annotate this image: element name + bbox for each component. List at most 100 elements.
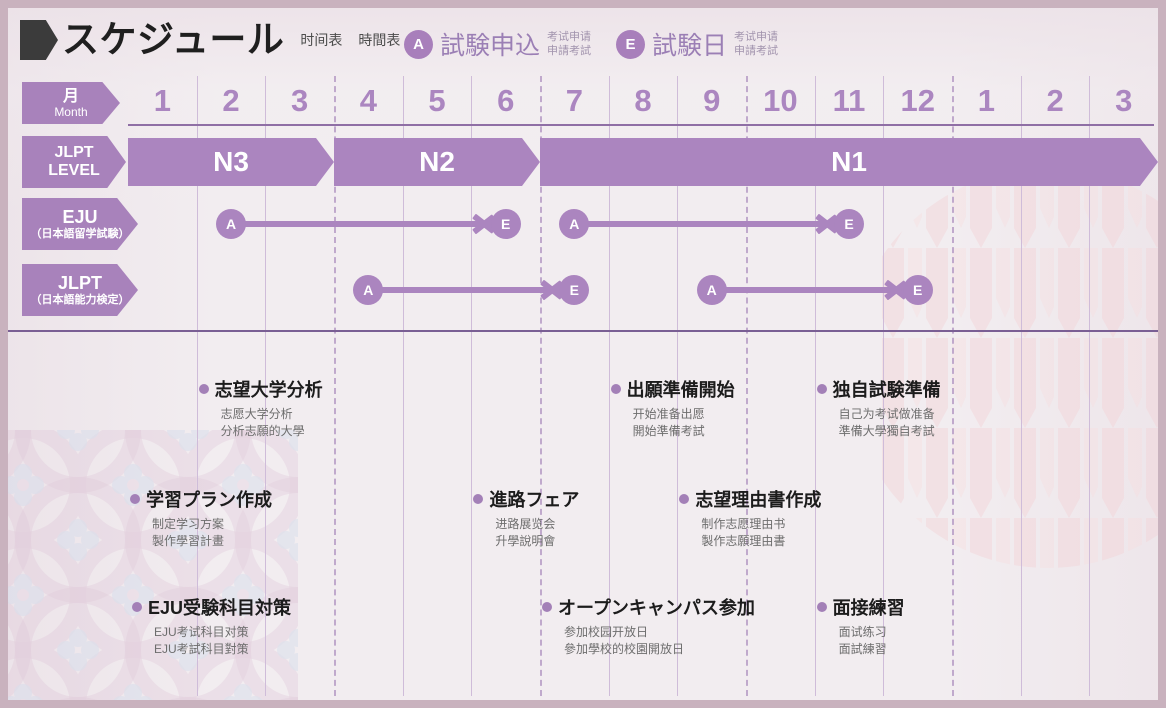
month-gridline [471, 76, 473, 696]
legend-label-e-sub: 考试申请 申請考試 [734, 30, 778, 58]
milestone-item[interactable]: 志望理由書作成制作志愿理由书製作志願理由書 [679, 486, 821, 550]
milestone-subtitle-cn: EJU考试科目对策 [154, 625, 249, 639]
exam-connector-line [368, 287, 561, 293]
exam-day-node[interactable]: E [902, 275, 933, 305]
month-cell-5: 5 [428, 83, 446, 118]
month-cell-10: 10 [763, 83, 798, 118]
month-cell-6: 6 [497, 83, 515, 118]
title-subtitle-tw: 時間表 [358, 32, 401, 48]
month-gridline [265, 76, 267, 696]
milestone-title-row: 出願準備開始 [610, 376, 735, 402]
milestone-title-row: 独自試験準備 [816, 376, 941, 402]
exam-connector-line [711, 287, 904, 293]
row-label-month-jp: 月 [62, 87, 79, 105]
milestone-item[interactable]: 志望大学分析志愿大学分析分析志願的大學 [198, 376, 323, 440]
section-divider [8, 330, 1158, 332]
milestone-title-jp: 進路フェア [489, 490, 580, 510]
milestone-item[interactable]: 独自試験準備自己为考试做准备準備大學獨自考試 [816, 376, 941, 440]
row-label-eju-1: EJU [62, 207, 98, 227]
milestone-subtitles: EJU考试科目对策 EJU考試科目對策 [154, 624, 291, 658]
header: スケジュール 时间表 時間表 A 試験申込 考试申请 申請考試 E 試験日 考试… [8, 8, 1158, 76]
exam-apply-node[interactable]: A [696, 275, 727, 305]
milestone-dot-icon [816, 602, 827, 612]
level-bar-label: N3 [213, 146, 249, 177]
legend-label-a-sub: 考试申请 申請考試 [547, 30, 591, 58]
page-title: スケジュール [62, 19, 285, 60]
exam-apply-node[interactable]: A [216, 209, 246, 239]
milestone-subtitle-cn: 制作志愿理由书 [701, 517, 786, 531]
month-gridline [677, 76, 679, 696]
exam-day-node[interactable]: E [834, 209, 864, 239]
milestone-subtitle-tw: 面試練習 [838, 642, 887, 656]
milestone-title-row: 面接練習 [816, 594, 905, 620]
quarter-divider-line [540, 76, 542, 696]
milestone-subtitle-tw: 分析志願的大學 [220, 424, 305, 438]
paper-panel: スケジュール 时间表 時間表 A 試験申込 考试申请 申請考試 E 試験日 考试… [8, 8, 1158, 700]
legend-label-e-cn: 考试申请 [734, 31, 779, 43]
legend-label-a-jp: 試験申込 [440, 32, 541, 60]
month-cell-2: 2 [222, 83, 240, 118]
milestone-title-jp: 面接練習 [832, 598, 905, 618]
milestone-item[interactable]: オープンキャンパス参加参加校园开放日參加學校的校園開放日 [542, 594, 755, 658]
milestone-subtitle-tw: EJU考試科目對策 [154, 642, 249, 656]
milestone-item[interactable]: 学習プラン作成制定学习方案製作學習計畫 [130, 486, 272, 550]
milestone-dot-icon [816, 384, 827, 394]
milestone-title-row: EJU受験科目対策 [132, 594, 291, 620]
milestone-subtitles: 面试练习面試練習 [839, 624, 905, 658]
exam-day-node[interactable]: E [490, 209, 521, 239]
month-cell-8: 8 [634, 83, 652, 118]
milestone-title-jp: 出願準備開始 [626, 380, 735, 400]
milestone-item[interactable]: 出願準備開始开始准备出愿開始準備考試 [610, 376, 735, 440]
milestone-item[interactable]: 面接練習面试练习面試練習 [816, 594, 905, 658]
month-axis-line [128, 124, 1154, 126]
month-gridline [402, 76, 404, 696]
milestone-title-jp: 独自試験準備 [832, 380, 941, 400]
milestone-dot-icon [679, 494, 690, 504]
milestone-title-jp: 志望理由書作成 [695, 490, 822, 510]
milestone-subtitle-tw: 參加學校的校園開放日 [564, 642, 685, 656]
milestone-subtitle-cn: 参加校园开放日 [564, 625, 649, 639]
milestone-title-row: オープンキャンパス参加 [542, 594, 755, 620]
row-label-jlpt-level-1: JLPT [54, 144, 94, 161]
milestone-subtitle-cn: 制定学习方案 [152, 517, 225, 531]
row-label-jlpt-1: JLPT [57, 273, 102, 293]
milestone-item[interactable]: EJU受験科目対策 EJU考试科目对策 EJU考試科目對策 [132, 594, 291, 658]
row-label-jlpt-2: （日本語能力検定） [30, 294, 130, 306]
row-label-eju: EJU （日本語留学試験） [22, 198, 138, 250]
milestone-item[interactable]: 進路フェア进路展览会升學說明會 [473, 486, 579, 550]
month-cell-7: 7 [565, 83, 583, 118]
milestone-dot-icon [610, 384, 621, 394]
exam-apply-node[interactable]: A [353, 275, 384, 305]
level-bar-n1: N1 [540, 138, 1158, 186]
milestone-subtitles: 进路展览会升學說明會 [495, 516, 579, 550]
title-subtitle-cn: 时间表 [300, 32, 343, 48]
month-cell-11: 11 [832, 83, 866, 118]
month-cell-12: 12 [900, 83, 935, 118]
milestone-dot-icon [198, 384, 209, 394]
milestone-dot-icon [132, 602, 142, 612]
month-cell-14: 2 [1046, 83, 1064, 118]
milestone-dot-icon [130, 494, 140, 504]
milestone-title-jp: EJU受験科目対策 [148, 598, 292, 618]
level-bar-label: N2 [419, 146, 455, 177]
month-cell-1: 1 [153, 83, 171, 118]
milestone-subtitle-cn: 开始准备出愿 [632, 407, 705, 421]
exam-apply-node[interactable]: A [559, 209, 590, 239]
exam-connector-line [231, 221, 492, 227]
row-label-jlpt: JLPT （日本語能力検定） [22, 264, 138, 316]
milestone-subtitle-cn: 面试练习 [838, 625, 887, 639]
milestone-subtitles: 自己为考试做准备準備大學獨自考試 [839, 406, 941, 440]
legend-label-e-tw: 申請考試 [734, 45, 779, 57]
milestone-subtitle-cn: 自己为考试做准备 [838, 407, 935, 421]
legend-label-e-jp: 試験日 [652, 32, 728, 60]
exam-day-node[interactable]: E [559, 275, 590, 305]
row-label-jlpt-level-2: LEVEL [48, 162, 100, 179]
row-label-month-en: Month [54, 104, 88, 119]
milestone-title-row: 志望理由書作成 [679, 486, 821, 512]
milestone-subtitle-tw: 製作學習計畫 [152, 534, 225, 548]
milestone-dot-icon [473, 494, 484, 504]
